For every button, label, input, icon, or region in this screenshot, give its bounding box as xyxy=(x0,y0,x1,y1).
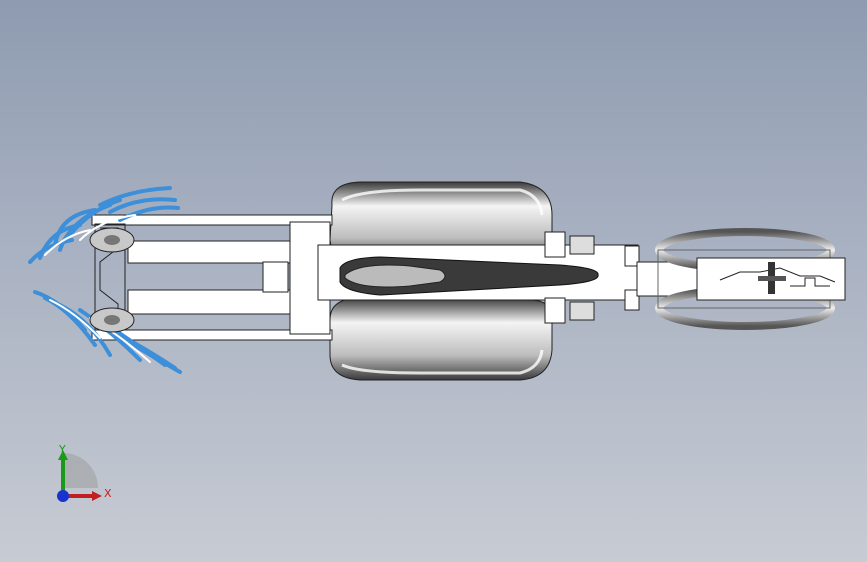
rear-housing[interactable] xyxy=(696,257,846,301)
brush-hub-bottom[interactable] xyxy=(89,307,135,333)
front-frame[interactable] xyxy=(91,214,333,341)
x-axis-label: X xyxy=(104,487,112,500)
center-beam[interactable] xyxy=(317,231,640,324)
rear-connector[interactable] xyxy=(636,261,698,297)
main-tire-bottom[interactable] xyxy=(329,297,553,381)
brush-hub-top[interactable] xyxy=(89,227,135,253)
front-brush-top[interactable] xyxy=(28,186,180,264)
y-axis-label: Y xyxy=(59,443,66,456)
coordinate-triad xyxy=(57,450,102,502)
